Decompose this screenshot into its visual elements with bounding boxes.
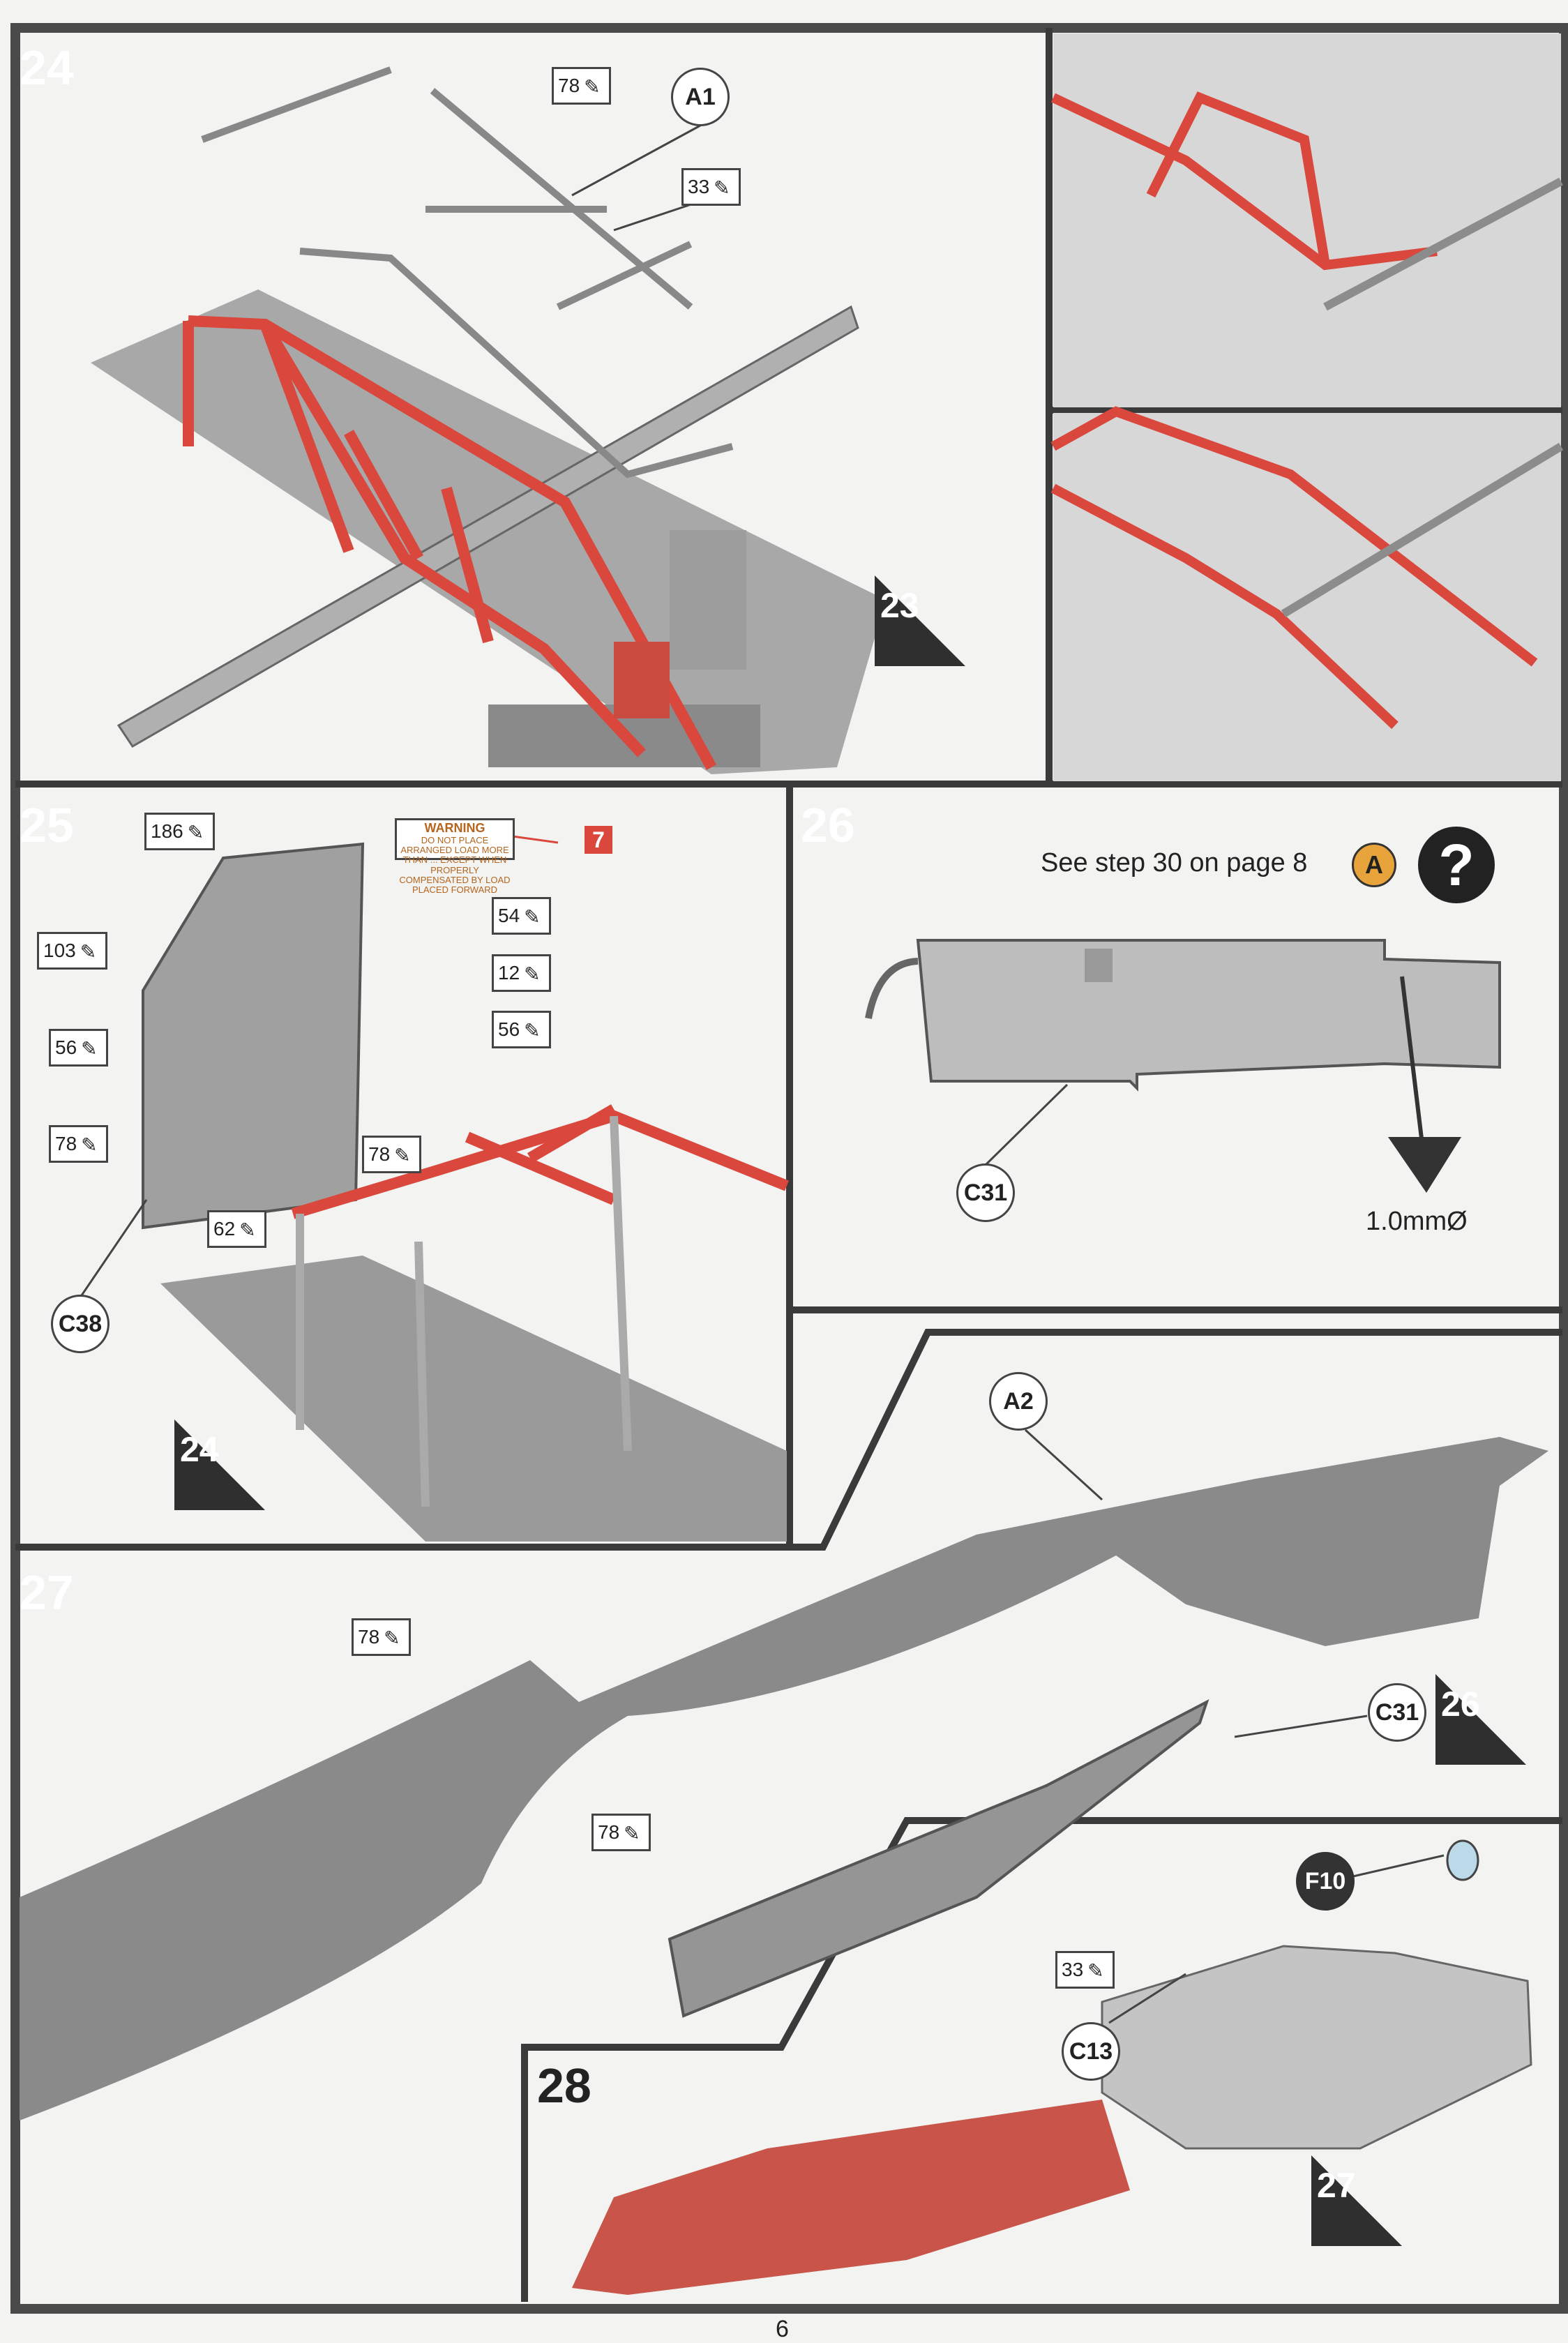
option-a-badge: A: [1352, 843, 1396, 887]
panel-dividers: [15, 28, 1562, 2302]
drill-size-label: 1.0mmØ: [1366, 1207, 1468, 1236]
paint-callout: 62✎: [207, 1210, 267, 1248]
brush-icon: ✎: [239, 1219, 256, 1241]
brush-icon: ✎: [524, 906, 541, 928]
page-frame: [10, 23, 1568, 2314]
step-24-fuselage-frame: [91, 66, 886, 774]
part-A1: A1: [671, 68, 730, 126]
part-C38: C38: [51, 1295, 110, 1353]
paint-callout: 12✎: [492, 954, 552, 992]
paint-callout: 56✎: [492, 1011, 552, 1048]
leader-lines: [79, 124, 1445, 2024]
paint-callout: 186✎: [144, 813, 215, 850]
step-28-label: 28: [537, 2058, 591, 2113]
paint-callout: 33✎: [1055, 1951, 1115, 1989]
brush-icon: ✎: [187, 822, 204, 843]
paint-callout: 78✎: [591, 1814, 651, 1851]
brush-icon: ✎: [584, 76, 601, 98]
part-F10: F10: [1296, 1852, 1355, 1911]
step-24-label: 24: [20, 40, 74, 95]
paint-callout: 33✎: [681, 168, 741, 206]
step-26-label: 26: [801, 798, 855, 852]
brush-icon: ✎: [394, 1145, 411, 1166]
paint-callout: 78✎: [49, 1125, 109, 1163]
part-C13: C13: [1062, 2022, 1120, 2081]
step-28-cockpit-floor: [572, 1839, 1532, 2295]
decal-number: 7: [585, 826, 612, 854]
paint-callout: 103✎: [37, 932, 107, 970]
part-C31: C31: [1368, 1683, 1426, 1742]
question-icon: ?: [1418, 827, 1495, 903]
brush-icon: ✎: [714, 177, 730, 199]
part-A2: A2: [989, 1372, 1048, 1431]
brush-icon: ✎: [384, 1627, 400, 1649]
brush-icon: ✎: [524, 1020, 541, 1041]
brush-icon: ✎: [524, 963, 541, 985]
step-25-label: 25: [20, 798, 74, 852]
paint-callout: 78✎: [362, 1136, 422, 1173]
brush-icon: ✎: [624, 1823, 640, 1844]
brush-icon: ✎: [80, 941, 97, 963]
paint-callout: 54✎: [492, 897, 552, 935]
paint-callout: 56✎: [49, 1029, 109, 1067]
step-25-instrument-panel: [142, 842, 789, 1542]
step-27-fuselage-halves: [20, 1437, 1548, 2120]
step-26-side-panel-C31: [865, 939, 1501, 1193]
brush-icon: ✎: [1087, 1960, 1104, 1982]
step-27-label: 27: [20, 1565, 74, 1620]
step-24-detail-views: [1050, 33, 1564, 781]
part-C31: C31: [956, 1163, 1015, 1222]
step-26-note: See step 30 on page 8: [1041, 848, 1308, 877]
brush-icon: ✎: [81, 1134, 98, 1156]
brush-icon: ✎: [81, 1038, 98, 1060]
paint-callout: 78✎: [552, 67, 612, 105]
page-number: 6: [776, 2316, 789, 2342]
paint-callout: 78✎: [352, 1618, 412, 1656]
